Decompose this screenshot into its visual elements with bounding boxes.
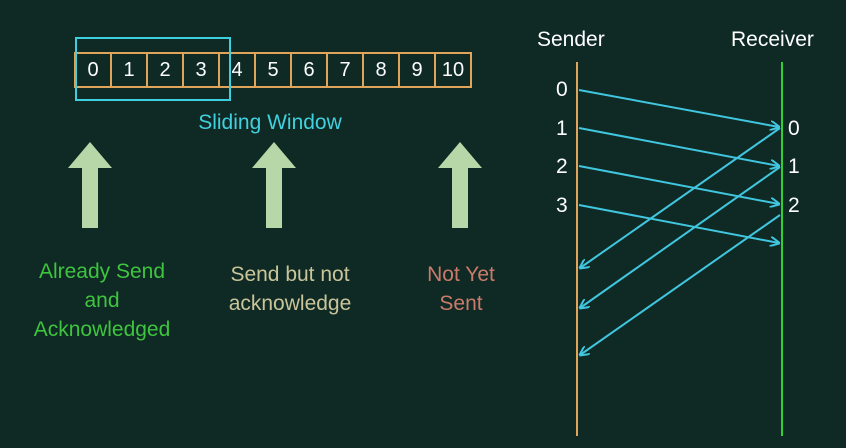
ack-arrow (580, 214, 781, 355)
caption-line: Already Send (38, 260, 166, 283)
data-message-arrow (578, 165, 779, 204)
caption-not-yet-sent: Not Yet Sent (396, 260, 526, 318)
ack-arrow (580, 127, 781, 268)
caption-line: acknowledge (228, 292, 352, 315)
caption-line: Not Yet (427, 263, 495, 286)
caption-line: Send but not (230, 263, 350, 286)
up-arrow-icon (438, 142, 482, 228)
sliding-window-label: Sliding Window (198, 111, 342, 134)
receiver-seq-number: 2 (788, 194, 800, 217)
up-arrow-icon (252, 142, 296, 228)
receiver-title: Receiver (731, 28, 814, 51)
sender-seq-number: 3 (556, 194, 568, 217)
ack-arrow (580, 166, 781, 308)
caption-already-sent: Already Send and Acknowledged (0, 257, 204, 344)
sender-seq-number: 1 (556, 117, 568, 140)
caption-line: Sent (439, 292, 483, 315)
sender-seq-number: 0 (556, 78, 568, 101)
sender-title: Sender (537, 28, 605, 51)
data-message-arrow (578, 127, 779, 166)
caption-line: Acknowledged (33, 318, 171, 341)
sequence-buffer: 0 1 2 3 4 5 6 7 8 9 10 (74, 52, 472, 88)
receiver-seq-number: 0 (788, 117, 800, 140)
up-arrow-icon (68, 142, 112, 228)
sliding-window-frame (75, 37, 231, 101)
data-message-arrow (578, 204, 779, 243)
sender-seq-number: 2 (556, 155, 568, 178)
caption-sent-not-acked: Send but not acknowledge (195, 260, 385, 318)
receiver-seq-number: 1 (788, 155, 800, 178)
data-message-arrow (578, 89, 779, 127)
caption-line: and (84, 289, 120, 312)
buffer-cell: 10 (434, 52, 472, 88)
